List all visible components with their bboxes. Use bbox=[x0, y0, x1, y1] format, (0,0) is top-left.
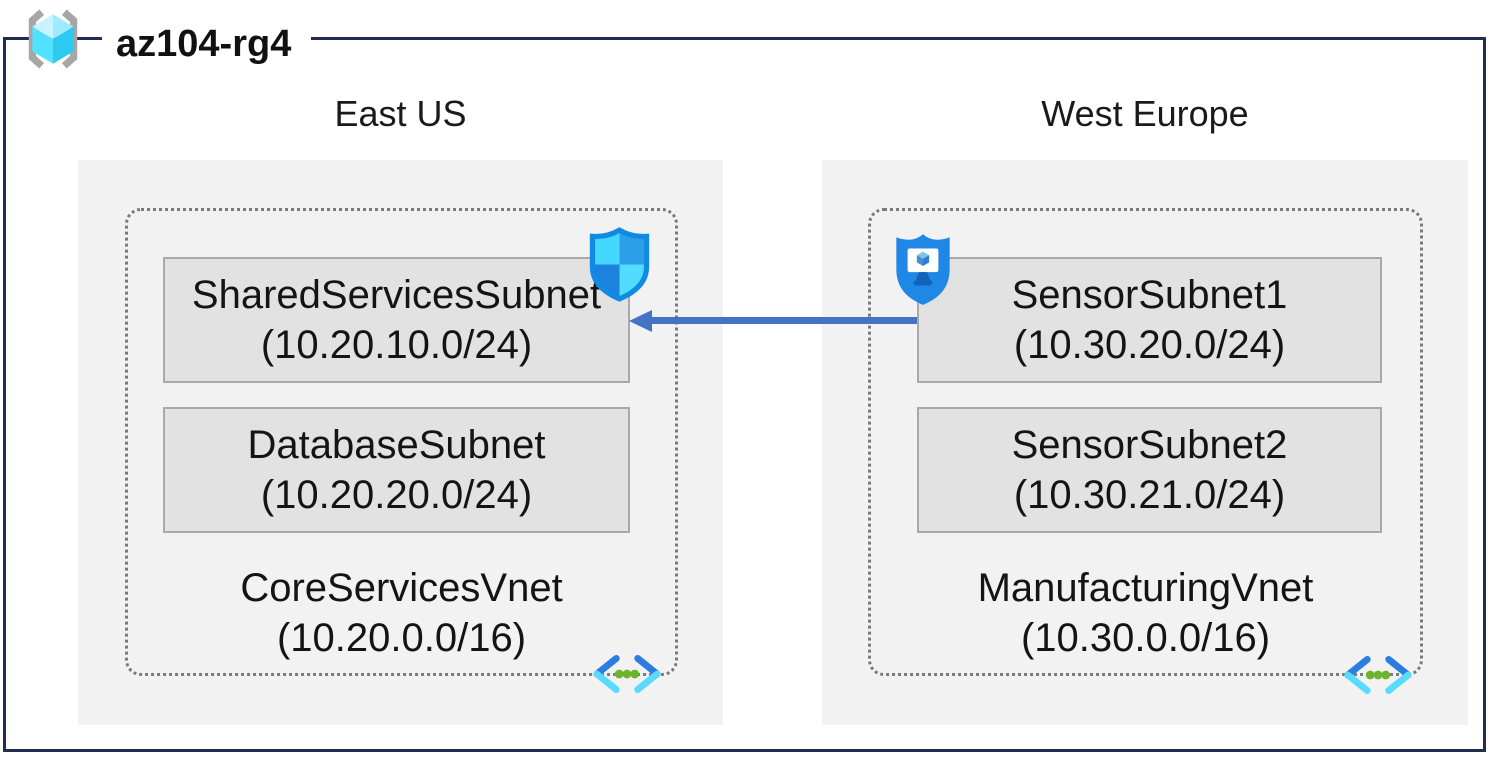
subnet-cidr: (10.30.20.0/24) bbox=[1013, 323, 1286, 367]
subnet-cidr: (10.20.20.0/24) bbox=[260, 473, 533, 517]
subnet-sharedservicessubnet: SharedServicesSubnet (10.20.10.0/24) bbox=[163, 257, 630, 383]
resource-group-icon bbox=[28, 9, 78, 69]
virtual-network-icon bbox=[1344, 656, 1412, 694]
subnet-name: SensorSubnet1 bbox=[1011, 273, 1288, 317]
resource-group-title: az104-rg4 bbox=[102, 21, 312, 67]
virtual-network-icon bbox=[593, 655, 661, 693]
region-title-east-us: East US bbox=[334, 93, 467, 134]
vnet-boundary-manufacturingvnet bbox=[868, 208, 1423, 676]
subnet-name: SharedServicesSubnet bbox=[191, 273, 602, 317]
subnet-name: SensorSubnet2 bbox=[1011, 423, 1288, 467]
subnet-sensorsubnet2: SensorSubnet2 (10.30.21.0/24) bbox=[917, 407, 1382, 533]
vnet-cidr: (10.20.0.0/16) bbox=[276, 616, 527, 660]
resource-group-boundary bbox=[3, 37, 1486, 752]
network-security-group-shield-icon bbox=[589, 227, 650, 302]
bastion-shield-icon bbox=[896, 234, 950, 305]
vnet-label-manufacturingvnet: ManufacturingVnet (10.30.0.0/16) bbox=[868, 563, 1423, 663]
vnet-name: ManufacturingVnet bbox=[977, 566, 1314, 610]
subnet-databasesubnet: DatabaseSubnet (10.20.20.0/24) bbox=[163, 407, 630, 533]
vnet-label-coreservicesvnet: CoreServicesVnet (10.20.0.0/16) bbox=[125, 563, 678, 663]
subnet-cidr: (10.30.21.0/24) bbox=[1013, 473, 1286, 517]
vnet-cidr: (10.30.0.0/16) bbox=[1020, 616, 1271, 660]
vnet-name: CoreServicesVnet bbox=[240, 566, 563, 610]
peering-arrow-line bbox=[651, 317, 917, 324]
peering-arrow-head bbox=[629, 310, 652, 332]
vnet-boundary-coreservicesvnet bbox=[125, 208, 678, 676]
subnet-sensorsubnet1: SensorSubnet1 (10.30.20.0/24) bbox=[917, 257, 1382, 383]
region-title-west-europe: West Europe bbox=[1041, 93, 1249, 134]
subnet-cidr: (10.20.10.0/24) bbox=[260, 323, 533, 367]
subnet-name: DatabaseSubnet bbox=[247, 423, 546, 467]
